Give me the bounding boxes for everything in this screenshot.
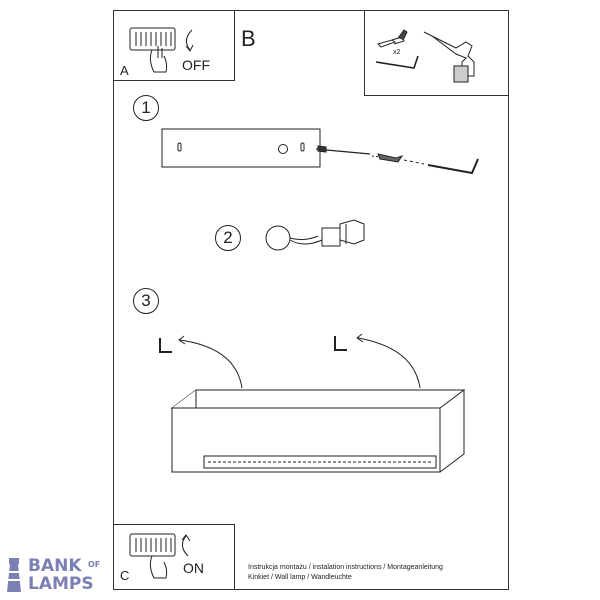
tools-multiplier: x2 bbox=[393, 49, 401, 56]
step-3-number: 3 bbox=[141, 291, 151, 310]
fuse-box-icon bbox=[129, 533, 176, 579]
switch-up-arrow-icon bbox=[182, 535, 189, 557]
arrow-right-icon bbox=[357, 337, 421, 389]
logo-word-of: OF bbox=[88, 560, 101, 569]
lighthouse-icon bbox=[7, 558, 21, 592]
panel-a bbox=[113, 10, 235, 81]
fuse-box-icon bbox=[129, 27, 176, 73]
tools-panel bbox=[364, 10, 509, 96]
logo-word-bank: BANK bbox=[28, 556, 82, 576]
instruction-sheet-frame bbox=[113, 10, 509, 590]
panel-c-label: C bbox=[120, 568, 130, 583]
drill-icon bbox=[423, 31, 475, 83]
footer-line-2: Kinkiet / Wall lamp / Wandleuchte bbox=[248, 574, 352, 581]
logo-word-lamps: LAMPS bbox=[28, 574, 94, 594]
hook-right-icon bbox=[334, 336, 347, 351]
wall-plugs-icon bbox=[377, 29, 408, 48]
step-2-number: 2 bbox=[223, 228, 233, 247]
step-3-marker: 3 bbox=[133, 288, 159, 314]
arrow-left-icon bbox=[179, 339, 243, 389]
wall-lamp-body-icon bbox=[170, 389, 466, 473]
panel-c-on-text: ON bbox=[183, 560, 204, 576]
footer-line-1: Instrukcja montażu / instalation instruc… bbox=[248, 564, 443, 571]
panel-a-label: A bbox=[120, 63, 129, 78]
step-2-marker: 2 bbox=[215, 225, 241, 251]
switch-down-arrow-icon bbox=[186, 29, 193, 51]
screw-assembly-icon bbox=[315, 145, 479, 175]
step-1-marker: 1 bbox=[133, 95, 159, 121]
mounting-bracket-icon bbox=[161, 128, 321, 168]
screw-hook-icon bbox=[375, 55, 419, 69]
panel-a-off-text: OFF bbox=[182, 57, 210, 73]
hook-left-icon bbox=[159, 338, 172, 353]
panel-b-label: B bbox=[241, 26, 256, 51]
bank-of-lamps-logo: BANK OF LAMPS bbox=[2, 556, 112, 596]
lamp-holder-wiring-icon bbox=[265, 219, 365, 251]
step-1-number: 1 bbox=[141, 98, 151, 117]
panel-c bbox=[113, 524, 235, 590]
